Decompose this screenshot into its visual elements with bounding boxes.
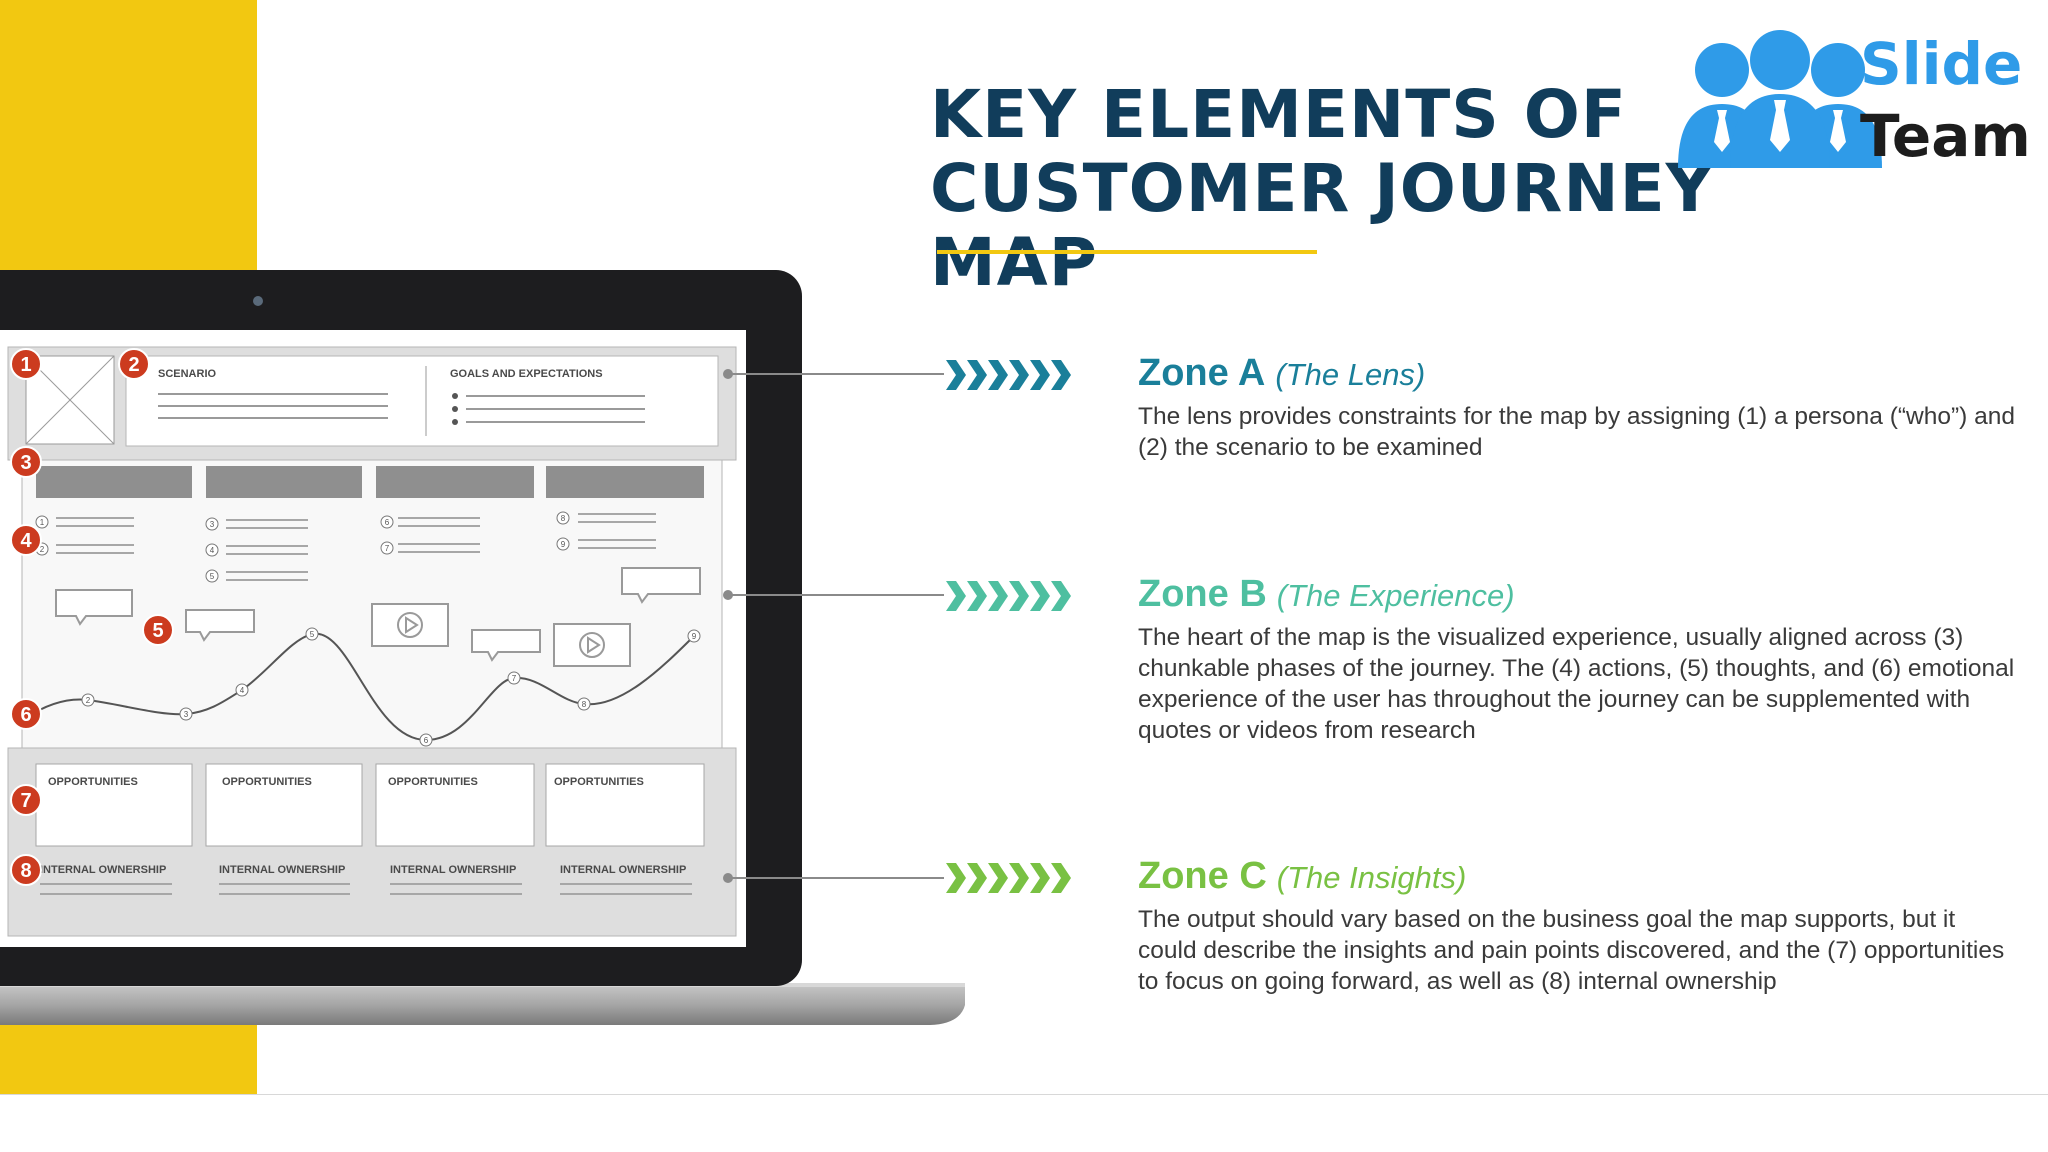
svg-text:5: 5 (152, 620, 163, 642)
title-underline (937, 250, 1317, 254)
zone-a-description: The lens provides constraints for the ma… (1138, 403, 2015, 461)
emotion-curve (25, 632, 695, 742)
map-goals-label: GOALS AND EXPECTATIONS (450, 368, 603, 380)
map-marker-8: 8 (10, 854, 42, 886)
chevron-icon (967, 863, 987, 893)
curve-point-number: 6 (424, 736, 429, 745)
chevron-icon (988, 863, 1008, 893)
zone-b-arrows-icon (946, 581, 1071, 611)
zone-c-block: Zone C (The Insights) The output should v… (1138, 855, 2018, 997)
svg-text:8: 8 (20, 860, 31, 882)
chevron-icon (1051, 360, 1071, 390)
logo-word-slide: Slide (1860, 30, 2023, 98)
map-marker-5: 5 (142, 614, 174, 646)
chevron-icon (1030, 581, 1050, 611)
camera-icon (253, 296, 263, 306)
map-opportunities-label: OPPORTUNITIES (48, 776, 138, 788)
zone-b-block: Zone B (The Experience) The heart of the … (1138, 573, 2038, 746)
action-number: 2 (40, 545, 45, 554)
curve-point-number: 8 (582, 700, 587, 709)
svg-text:6: 6 (20, 704, 31, 726)
curve-point-number: 2 (86, 696, 91, 705)
chevron-icon (1009, 581, 1029, 611)
chevron-icon (1051, 581, 1071, 611)
svg-text:2: 2 (128, 354, 139, 376)
chevron-icon (1030, 863, 1050, 893)
action-number: 8 (561, 514, 566, 523)
chevron-icon (1030, 360, 1050, 390)
chevron-icon (988, 581, 1008, 611)
chevron-icon (988, 360, 1008, 390)
slideteam-logo (1678, 30, 1882, 168)
curve-point-number: 4 (240, 686, 245, 695)
laptop-base (0, 983, 965, 1025)
map-opportunities-label: OPPORTUNITIES (388, 776, 478, 788)
zone-a-block: Zone A (The Lens) The lens provides const… (1138, 352, 2018, 463)
zone-c-arrows-icon (946, 863, 1071, 893)
logo-word-team: Team (1860, 102, 2031, 170)
action-number: 9 (561, 540, 566, 549)
curve-point-number: 3 (184, 710, 189, 719)
map-marker-1: 1 (10, 348, 42, 380)
curve-point-number: 7 (512, 674, 517, 683)
map-opportunities-label: OPPORTUNITIES (222, 776, 312, 788)
map-opportunities-label: OPPORTUNITIES (554, 776, 644, 788)
zone-b-subtitle: (The Experience) (1276, 578, 1515, 613)
chevron-icon (946, 360, 966, 390)
zone-c-description: The output should vary based on the busi… (1138, 906, 2005, 995)
map-ownership-label: INTERNAL OWNERSHIP (219, 864, 345, 876)
map-marker-3: 3 (10, 446, 42, 478)
zone-a-subtitle: (The Lens) (1275, 357, 1426, 392)
zone-b-heading: Zone B (The Experience) (1138, 573, 2038, 616)
svg-text:1: 1 (20, 354, 31, 376)
zone-c-name: Zone C (1138, 855, 1267, 897)
action-number: 7 (385, 544, 390, 553)
curve-point-number: 9 (692, 632, 697, 641)
zone-a-arrows-icon (946, 360, 1071, 390)
page-title: KEY ELEMENTS OF CUSTOMER JOURNEY MAP (930, 78, 1830, 300)
curve-point-number: 5 (310, 630, 315, 639)
chevron-icon (1009, 863, 1029, 893)
page-title-line2: CUSTOMER JOURNEY MAP (930, 150, 1715, 301)
map-marker-4: 4 (10, 524, 42, 556)
chevron-icon (967, 360, 987, 390)
zone-c-heading: Zone C (The Insights) (1138, 855, 2018, 898)
zone-a-name: Zone A (1138, 352, 1266, 394)
bottom-divider (0, 1094, 2048, 1095)
action-number: 1 (40, 518, 45, 527)
action-number: 5 (210, 572, 215, 581)
zone-b-name: Zone B (1138, 573, 1267, 615)
laptop-illustration: SCENARIO GOALS AND EXPECTATIONS 1 2 3 4 (0, 270, 965, 1025)
chevron-icon (967, 581, 987, 611)
chevron-icon (1009, 360, 1029, 390)
action-number: 4 (210, 546, 215, 555)
svg-text:3: 3 (20, 452, 31, 474)
action-number: 6 (385, 518, 390, 527)
map-ownership-label: INTERNAL OWNERSHIP (40, 864, 166, 876)
page-title-line1: KEY ELEMENTS OF (930, 76, 1627, 153)
chevron-icon (946, 863, 966, 893)
zone-b-description: The heart of the map is the visualized e… (1138, 624, 2015, 744)
chevron-icon (1051, 863, 1071, 893)
map-ownership-label: INTERNAL OWNERSHIP (390, 864, 516, 876)
video-play-icon (397, 612, 605, 658)
zone-a-heading: Zone A (The Lens) (1138, 352, 2018, 395)
zone-c-subtitle: (The Insights) (1276, 860, 1467, 895)
map-marker-2: 2 (118, 348, 150, 380)
map-marker-7: 7 (10, 784, 42, 816)
action-number: 3 (210, 520, 215, 529)
people-icon (1678, 30, 1882, 168)
svg-text:7: 7 (20, 790, 31, 812)
map-scenario-label: SCENARIO (158, 368, 217, 380)
map-ownership-label: INTERNAL OWNERSHIP (560, 864, 686, 876)
svg-text:4: 4 (20, 530, 32, 552)
map-marker-6: 6 (10, 698, 42, 730)
chevron-icon (946, 581, 966, 611)
